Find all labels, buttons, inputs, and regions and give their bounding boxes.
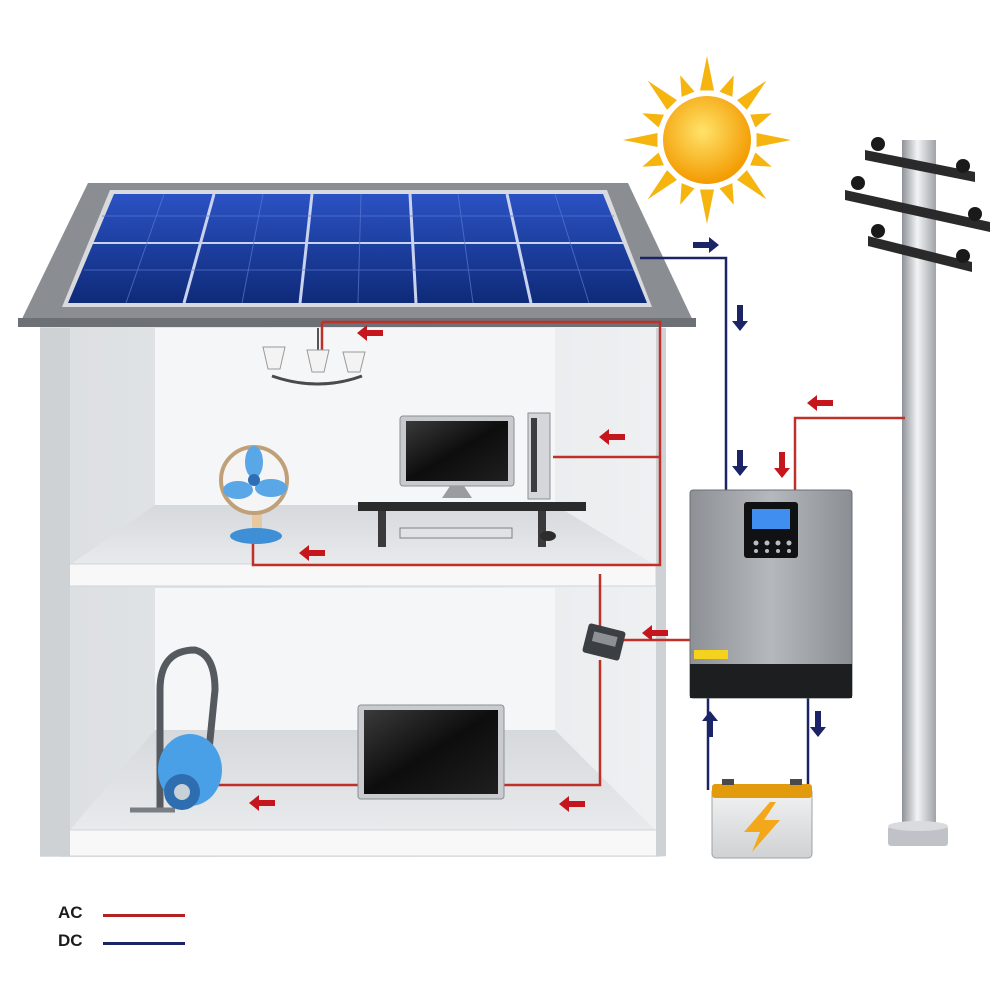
ac-arrow-left-icon	[249, 795, 275, 811]
ac-arrow-down-icon	[774, 452, 790, 478]
ac-arrow-left-icon	[559, 796, 585, 812]
fan-base	[230, 528, 282, 544]
ac-wire-lower-loop	[215, 660, 602, 787]
lower-room	[155, 588, 555, 730]
sun-ray	[680, 75, 695, 97]
sun-ray	[719, 75, 734, 97]
middle-slab	[65, 563, 657, 587]
ground-slab	[59, 829, 661, 857]
legend-dc-label: DC	[58, 931, 83, 950]
legend-dc-line	[103, 942, 185, 945]
sun-ray	[750, 113, 772, 128]
crossarm-middle	[845, 190, 990, 232]
legend-ac-label: AC	[58, 903, 83, 922]
mouse	[540, 531, 556, 541]
solar-panel-cell-lines	[84, 193, 634, 304]
vacuum-cleaner-icon	[130, 646, 222, 813]
upper-floor	[70, 505, 655, 565]
bolt-icon	[744, 802, 780, 852]
desk-top	[358, 502, 586, 511]
crossarm-bottom	[868, 236, 972, 272]
sun-ray	[700, 56, 714, 91]
legend-ac-line	[103, 914, 185, 917]
dc-wires	[640, 256, 810, 790]
sun-icon	[623, 56, 791, 224]
battery-icon	[711, 779, 813, 859]
ac-wire-grid	[793, 416, 905, 490]
right-wall-edge	[656, 328, 666, 856]
sun-ray	[719, 183, 734, 205]
pole-insulators	[851, 137, 982, 263]
dc-wire-solar	[640, 256, 728, 490]
sun-ray	[623, 133, 658, 147]
ac-arrow-left-icon	[807, 395, 833, 411]
warning-label	[694, 650, 728, 659]
solar-panel-grid	[93, 193, 624, 304]
sun-ray	[737, 170, 767, 200]
sun-ray	[756, 133, 791, 147]
inverter-bottom	[690, 664, 852, 698]
dc-arrow-up-icon	[702, 711, 718, 737]
desktop-computer-icon	[358, 412, 586, 547]
ac-arrow-left-icon	[299, 545, 325, 561]
sun-ray	[680, 183, 695, 205]
fan-icon	[219, 445, 289, 544]
chandelier-icon	[262, 328, 366, 386]
ac-arrow-left-icon	[599, 429, 625, 445]
tv-screen	[364, 710, 498, 794]
sun-ray	[642, 152, 664, 167]
ac-arrow-left-icon	[357, 325, 383, 341]
keyboard	[399, 527, 513, 539]
sun-ray	[647, 80, 677, 110]
house	[40, 322, 666, 857]
sun-ray	[700, 189, 714, 224]
ac-wire-upper-loop	[251, 320, 662, 567]
sun-ray	[750, 152, 772, 167]
crossarm-top	[865, 150, 975, 182]
ac-arrow-left-icon	[642, 625, 668, 641]
sun-ray	[642, 113, 664, 128]
junction-box-icon	[582, 623, 626, 661]
dc-arrow-down-icon	[732, 305, 748, 331]
ac-wires	[215, 320, 905, 787]
inverter-lcd	[752, 509, 790, 529]
utility-pole-icon	[845, 137, 990, 846]
monitor-screen	[406, 421, 508, 481]
sun-ray	[737, 80, 767, 110]
dc-arrow-right-icon	[693, 237, 719, 253]
solar-panel-icon	[62, 190, 652, 307]
television-icon	[357, 704, 505, 800]
pole-base	[888, 826, 948, 846]
pole-shaft	[902, 140, 936, 830]
flow-arrows	[249, 237, 833, 812]
dc-arrow-down-icon	[732, 450, 748, 476]
solar-panel-cells	[68, 194, 647, 303]
sun-ray	[647, 170, 677, 200]
dc-arrow-down-icon	[810, 711, 826, 737]
sun-disc	[663, 96, 751, 184]
battery-top	[712, 784, 812, 798]
inverter-icon	[689, 489, 853, 699]
left-wall-edge	[40, 328, 70, 856]
